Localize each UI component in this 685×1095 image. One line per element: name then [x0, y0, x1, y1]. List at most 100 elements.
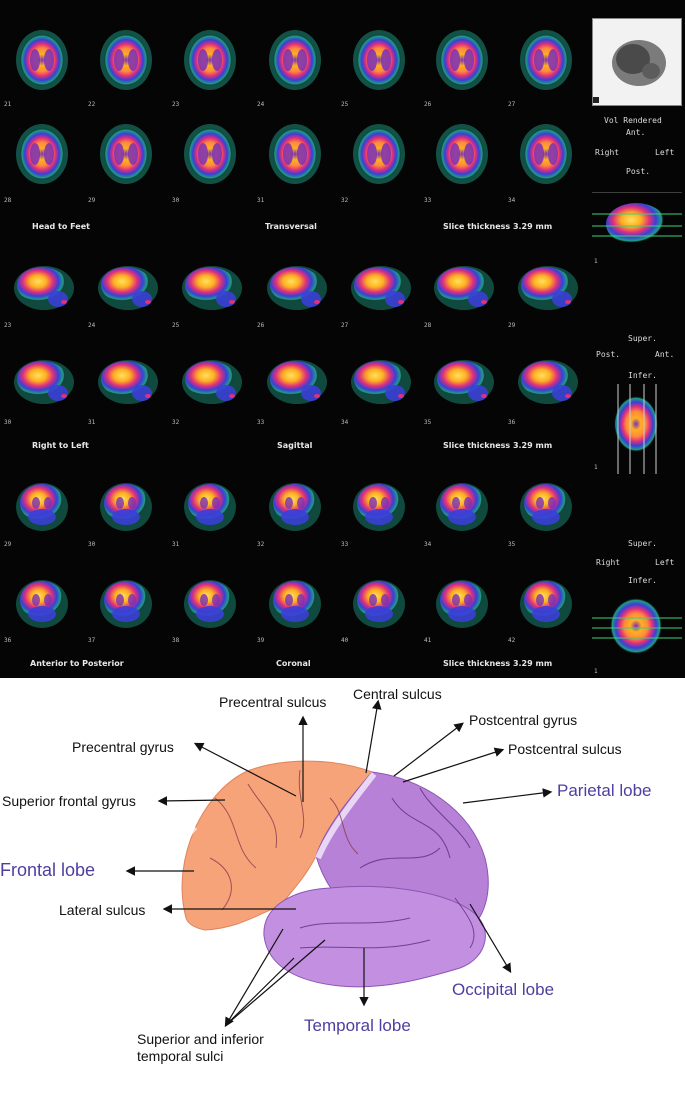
brain-anatomy-diagram: Precentral sulcus Central sulcus Postcen…	[0, 678, 685, 1095]
sagittal-slice-2-4	[267, 360, 327, 404]
sagittal-slice-2-5	[351, 360, 411, 404]
transverse-slice-number: 21	[4, 101, 12, 108]
label-lateral-sulcus: Lateral sulcus	[59, 902, 146, 918]
sagittal-slice-number: 27	[341, 322, 349, 329]
label-precentral-gyrus: Precentral gyrus	[72, 739, 174, 755]
coronal-slice-number: 41	[424, 637, 432, 644]
coronal-slice-1-2	[100, 483, 152, 531]
coronal-slice-1-3	[184, 483, 236, 531]
sagittal-slice-2-1	[14, 360, 74, 404]
transverse-slice-2-4	[269, 124, 321, 184]
transverse-slice-number: 27	[508, 101, 516, 108]
label-parietal-lobe: Parietal lobe	[557, 781, 652, 800]
coronal-slice-1-6	[436, 483, 488, 531]
sagittal-slice-number: 32	[172, 419, 180, 426]
label-precentral-sulcus: Precentral sulcus	[219, 694, 327, 710]
transverse-thickness-caption: Slice thickness 3.29 mm	[443, 222, 553, 231]
transverse-slice-1-5	[353, 30, 405, 90]
infer-label-2: Infer.	[628, 576, 657, 585]
coronal-slice-number: 30	[88, 541, 96, 548]
sagittal-slice-1-2	[98, 266, 158, 310]
locator-mark: 1	[594, 258, 598, 265]
coronal-slice-number: 40	[341, 637, 349, 644]
label-temporal-sulci-line2: temporal sulci	[137, 1048, 224, 1064]
sagittal-slice-number: 26	[257, 322, 265, 329]
coronal-plane-caption: Coronal	[276, 659, 311, 668]
left-label-2: Left	[655, 558, 675, 567]
coronal-slice-2-2	[100, 580, 152, 628]
brain-illustration	[125, 699, 553, 1028]
super-label-1: Super.	[628, 334, 657, 343]
sagittal-slice-number: 28	[424, 322, 432, 329]
coronal-slice-1-1	[16, 483, 68, 531]
transverse-slice-1-1	[16, 30, 68, 90]
coronal-slice-number: 29	[4, 541, 12, 548]
transverse-direction-caption: Head to Feet	[32, 222, 90, 231]
transverse-slice-number: 25	[341, 101, 349, 108]
transverse-slice-1-4	[269, 30, 321, 90]
coronal-slice-number: 38	[172, 637, 180, 644]
transverse-slice-2-1	[16, 124, 68, 184]
transverse-slice-number: 32	[341, 197, 349, 204]
transverse-slice-number: 33	[424, 197, 432, 204]
coronal-slice-2-4	[269, 580, 321, 628]
transverse-slice-2-3	[184, 124, 236, 184]
coronal-slice-1-4	[269, 483, 321, 531]
ant-label: Ant.	[626, 128, 646, 137]
sagittal-slice-number: 25	[172, 322, 180, 329]
sagittal-slice-2-6	[434, 360, 494, 404]
left-label: Left	[655, 148, 675, 157]
sagittal-slice-1-1	[14, 266, 74, 310]
coronal-slice-2-3	[184, 580, 236, 628]
locator-mark-3: 1	[594, 668, 598, 675]
transverse-slice-number: 23	[172, 101, 180, 108]
sagittal-slice-number: 35	[424, 419, 432, 426]
super-label-2: Super.	[628, 539, 657, 548]
transverse-slice-number: 28	[4, 197, 12, 204]
sagittal-slice-1-6	[434, 266, 494, 310]
sagittal-slice-2-7	[518, 360, 578, 404]
coronal-slice-number: 36	[4, 637, 12, 644]
sagittal-slice-2-3	[182, 360, 242, 404]
transverse-slice-1-2	[100, 30, 152, 90]
transverse-slice-2-5	[353, 124, 405, 184]
coronal-slice-1-7	[520, 483, 572, 531]
transverse-slice-number: 24	[257, 101, 265, 108]
transverse-slice-2-2	[100, 124, 152, 184]
sagittal-direction-caption: Right to Left	[32, 441, 89, 450]
coronal-slice-1-5	[353, 483, 405, 531]
right-label: Right	[595, 148, 620, 157]
sagittal-slice-number: 23	[4, 322, 12, 329]
coronal-slice-number: 37	[88, 637, 96, 644]
label-occipital-lobe: Occipital lobe	[452, 980, 555, 999]
transverse-locator-view	[592, 598, 682, 654]
coronal-thickness-caption: Slice thickness 3.29 mm	[443, 659, 553, 668]
transverse-slice-number: 34	[508, 197, 516, 204]
coronal-direction-caption: Anterior to Posterior	[30, 659, 124, 668]
sagittal-slice-1-7	[518, 266, 578, 310]
label-postcentral-sulcus: Postcentral sulcus	[508, 741, 622, 757]
transverse-slice-1-3	[184, 30, 236, 90]
sagittal-plane-caption: Sagittal	[277, 441, 313, 450]
volume-rendered-thumbnail	[592, 18, 682, 106]
label-superior-frontal-gyrus: Superior frontal gyrus	[2, 793, 136, 809]
transverse-slice-number: 30	[172, 197, 180, 204]
transverse-slice-2-6	[436, 124, 488, 184]
sagittal-slice-number: 33	[257, 419, 265, 426]
sagittal-locator-view	[592, 192, 682, 245]
label-temporal-sulci-line1: Superior and inferior	[137, 1031, 264, 1047]
label-postcentral-gyrus: Postcentral gyrus	[469, 712, 578, 728]
post-label-2: Post.	[596, 350, 621, 359]
sagittal-slice-number: 34	[341, 419, 349, 426]
label-temporal-lobe: Temporal lobe	[304, 1016, 411, 1035]
sagittal-slice-1-3	[182, 266, 242, 310]
label-central-sulcus: Central sulcus	[353, 686, 442, 702]
transverse-slice-number: 22	[88, 101, 96, 108]
coronal-slice-number: 33	[341, 541, 349, 548]
label-frontal-lobe: Frontal lobe	[0, 860, 96, 880]
transverse-slice-1-6	[436, 30, 488, 90]
sagittal-thickness-caption: Slice thickness 3.29 mm	[443, 441, 553, 450]
transverse-slice-1-7	[520, 30, 572, 90]
coronal-slice-2-6	[436, 580, 488, 628]
post-label: Post.	[626, 167, 651, 176]
